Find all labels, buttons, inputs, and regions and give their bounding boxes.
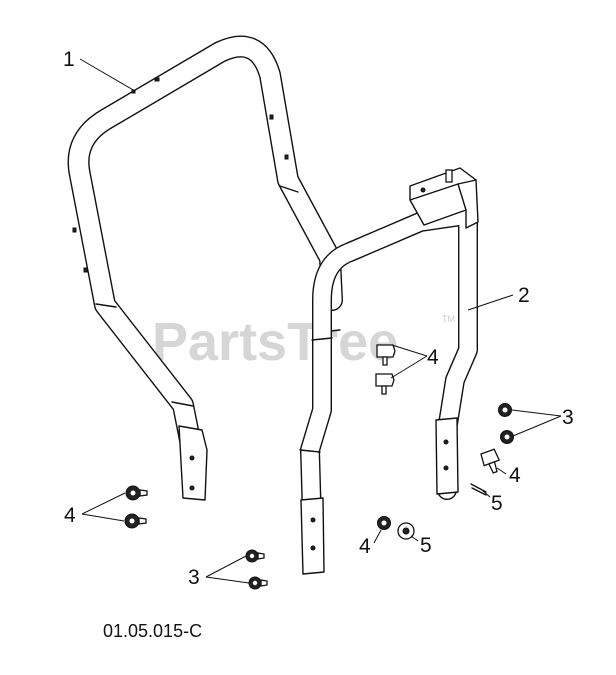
callout-3-right: 3: [562, 406, 574, 429]
bolt-right: [480, 448, 501, 474]
callout-4-bottom: 4: [359, 535, 371, 558]
nut-pair-right: [498, 403, 514, 444]
callouts: 1 2 4 3 4 5 4 3 4 5: [63, 48, 574, 589]
callout-5-bottom: 5: [420, 534, 432, 557]
leader-lines: [79, 58, 562, 584]
callout-4-upper: 4: [427, 346, 439, 369]
bolt-pair-left: [124, 485, 148, 529]
part-1-rear-frame-tube: [67, 35, 343, 501]
cotter-pin: [470, 483, 487, 496]
figure-code: 01.05.015-C: [103, 621, 202, 641]
callout-1: 1: [63, 48, 75, 71]
callout-2: 2: [518, 284, 530, 307]
callout-4-right: 4: [509, 464, 521, 487]
watermark: PartsTree TM: [152, 312, 455, 372]
bolt-pair-upper-right: [375, 344, 396, 395]
nut-and-washer-bottom: [377, 516, 415, 540]
part-2-front-frame-tube: [299, 167, 479, 575]
watermark-text: PartsTree: [152, 312, 398, 372]
callout-3-bottom: 3: [188, 566, 200, 589]
watermark-tm: TM: [442, 314, 455, 324]
nut-pair-bottom: [245, 549, 268, 590]
callout-4-left: 4: [64, 504, 76, 527]
callout-5-right: 5: [491, 492, 503, 515]
